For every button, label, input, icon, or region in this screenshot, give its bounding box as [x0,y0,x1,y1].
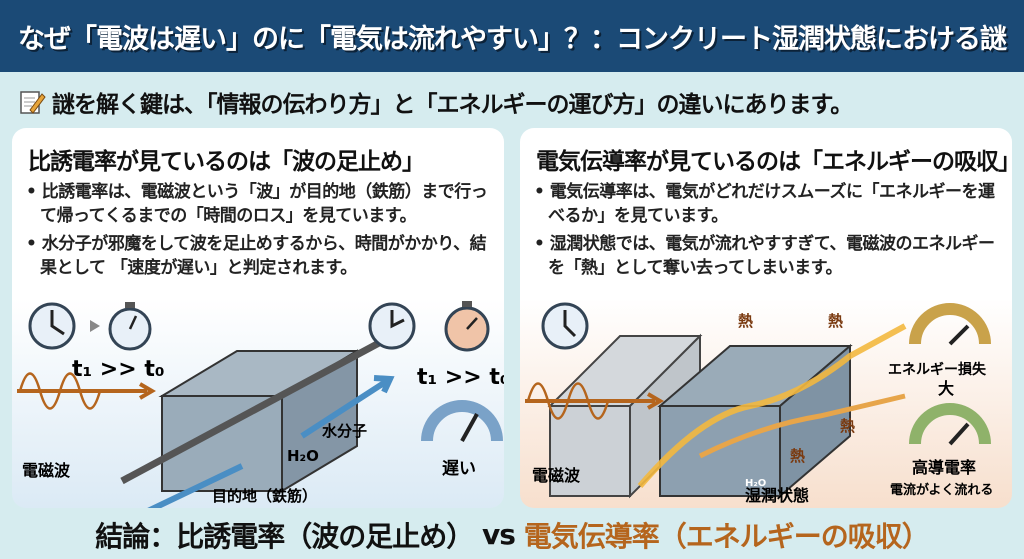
current-flows-label: 電流がよく流れる [890,482,993,498]
time-compare: t₁ >> t₀ [72,357,165,382]
gauge-icon [421,400,503,442]
energy-loss-large-label: 大 [938,379,954,398]
bullet: 比誘電率は、電磁波という「波」が目的地（鉄筋）まで行って帰ってくるまでの「時間の… [26,180,494,228]
heat-label: 熱 [738,312,753,330]
subtitle: 謎を解く鍵は、「情報の伝わり方」と「エネルギーの運び方」の違いにあります。 [18,82,853,122]
permittivity-panel: 比誘電率が見ているのは「波の足止め」 比誘電率は、電磁波という「波」が目的地（鉄… [12,128,504,508]
clock-icon [541,302,589,350]
energy-loss-label: エネルギー損失 [888,361,987,378]
subtitle-text: 謎を解く鍵は、「情報の伝わり方」と「エネルギーの運び方」の違いにあります。 [52,92,853,118]
energy-absorption-illustration: 熱 熱 熱 熱 H₂O 電磁波 湿潤状態 エネルギー損失 大 高導電率 電流がよ… [525,302,993,505]
water-label: 水分子 [322,422,367,440]
wet-concrete-block [657,343,853,499]
time-compare: t₁ >> t₀ [417,365,504,390]
clock-icon [28,302,76,350]
h2o-label: H₂O [287,447,319,465]
heat-label: 熱 [840,417,855,435]
wet-state-label: 湿潤状態 [744,486,809,505]
conductivity-panel: 電気伝導率が見ているのは「エネルギーの吸収」 電気伝導率は、電気がどれだけスムー… [520,128,1012,508]
conclusion-permittivity: 結論：比誘電率（波の足止め） [95,519,474,553]
page-title: なぜ「電波は遅い」のに「電気は流れやすい」？：コンクリート湿潤状態における謎 [0,0,1024,72]
gauge-icon [909,303,991,346]
high-conductivity-label: 高導電率 [912,458,976,477]
reflected-arrow [300,375,395,439]
current-path [637,323,907,488]
panel-heading: 比誘電率が見ているのは「波の足止め」 [28,149,425,175]
clock-icon [368,302,416,350]
bullet: 電気伝導率は、電気がどれだけスムーズに「エネルギーを運べるか」を見ています。 [534,180,1002,228]
stopwatch-icon [444,301,490,352]
rebar [120,332,394,485]
panel-heading: 電気伝導率が見ているのは「エネルギーの吸収」 [536,149,1012,175]
wave-label: 電磁波 [532,466,581,485]
memo-pencil-icon [20,91,46,114]
heat-label: 熱 [828,312,843,330]
dry-concrete-block [547,333,703,499]
heat-label: 熱 [790,447,805,465]
arrow-right-icon [90,320,100,332]
gauge-icon [909,403,991,446]
conclusion-conductivity: 電気伝導率（エネルギーの吸収） [523,519,930,553]
bullet: 水分子が邪魔をして波を足止めするから、時間がかかり、結果として 「速度が遅い」と… [26,232,494,280]
wave-delay-illustration: t₁ >> t₀ 電磁波 目的地（鉄筋） 水分子 H₂O t₁ >> t₀ 遅い [17,301,504,508]
wave-label: 電磁波 [22,461,71,480]
target-label: 目的地（鉄筋） [212,487,317,505]
bullet: 湿潤状態では、電気が流れやすすぎて、電磁波のエネルギーを「熱」として奪い去ってし… [534,232,1002,280]
stopwatch-icon [108,302,152,351]
conclusion: 結論：比誘電率（波の足止め） vs 電気伝導率（エネルギーの吸収） [0,510,1024,559]
h2o-label: H₂O [745,478,766,489]
slow-label: 遅い [442,459,476,479]
conclusion-vs: vs [473,518,524,551]
